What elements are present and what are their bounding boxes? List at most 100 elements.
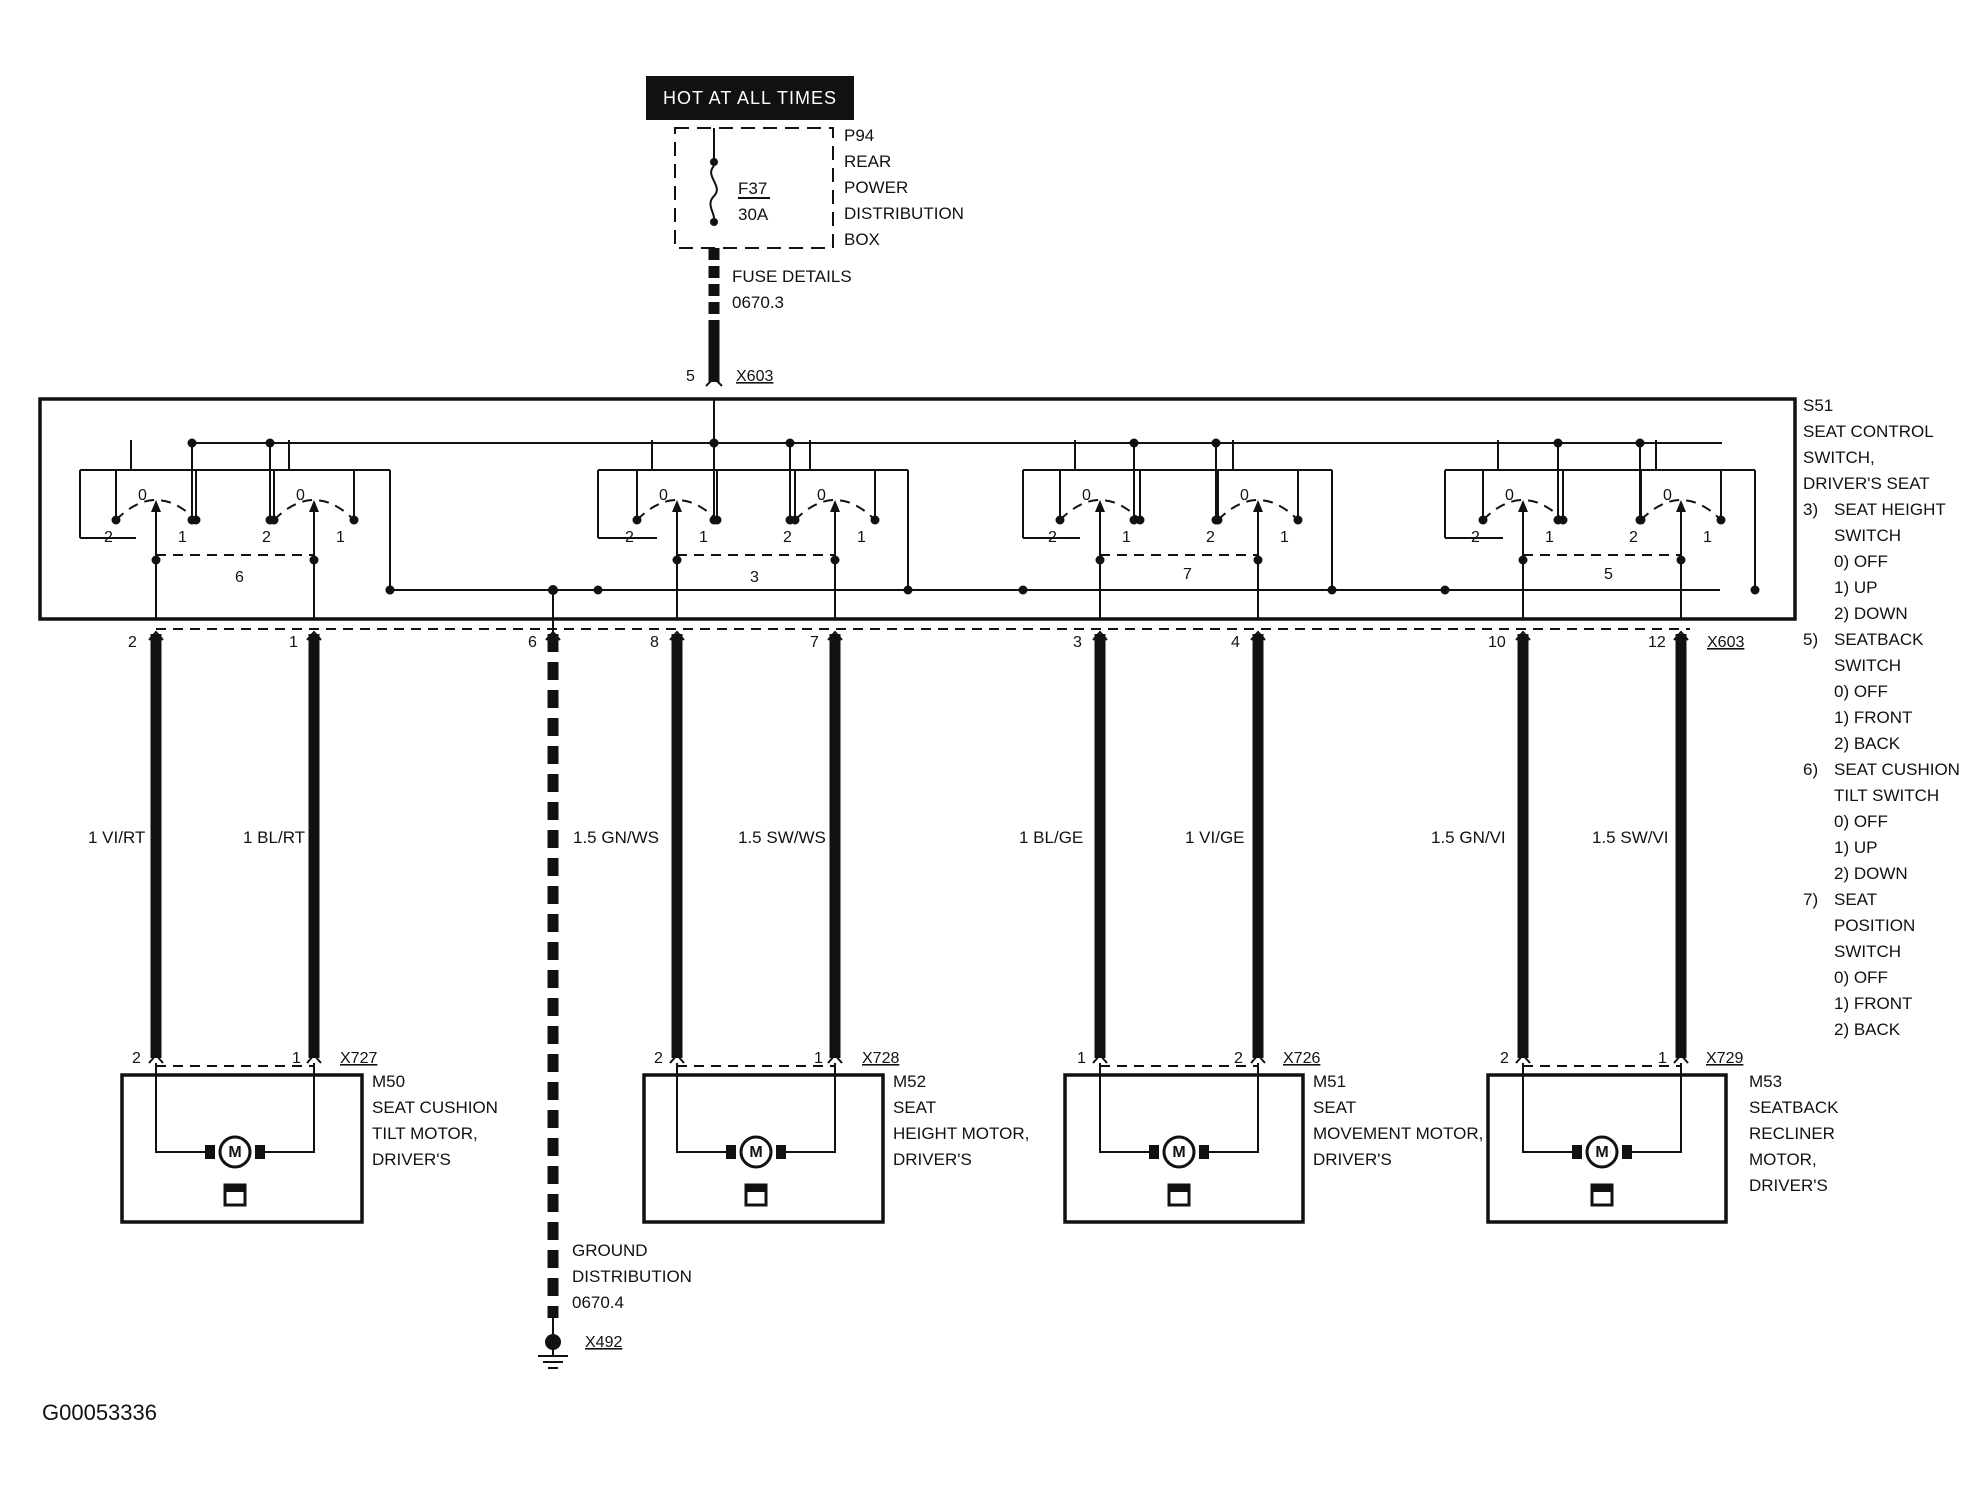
motor-brush [1149,1145,1159,1159]
motor-unit: M [1486,1063,1728,1224]
motor-brush [1622,1145,1632,1159]
svg-text:SWITCH,: SWITCH, [1803,448,1875,467]
switch-junction [309,555,319,565]
svg-text:5): 5) [1803,630,1818,649]
wire-color-label: 1.5 SW/WS [738,828,826,847]
switch-junction [1676,555,1686,565]
switch-pos-0: 0 [1082,487,1091,504]
svg-text:0) OFF: 0) OFF [1834,682,1888,701]
svg-text:DRIVER'S: DRIVER'S [893,1150,972,1169]
switch-pos-0: 0 [1240,487,1249,504]
switch-section-7: 7 [1183,566,1192,583]
svg-text:SEAT: SEAT [1313,1098,1356,1117]
motor-housing [120,1073,364,1224]
motor-lead [264,1063,315,1153]
figure-id: G00053336 [42,1400,157,1425]
svg-text:P94: P94 [844,126,874,145]
switch-junction [672,555,682,565]
switch-contact [1129,515,1139,525]
motor-pin: 2 [132,1050,141,1067]
svg-text:2) DOWN: 2) DOWN [1834,604,1908,623]
switch-pos-2: 2 [625,529,634,546]
motor-symbol: M [228,1144,241,1161]
svg-text:1) FRONT: 1) FRONT [1834,994,1912,1013]
motor-labels: M50 SEAT CUSHION TILT MOTOR, DRIVER'S M5… [372,1072,1839,1195]
switch-pos-1: 1 [336,529,345,546]
wire-color-label: 1 BL/GE [1019,828,1083,847]
svg-text:0) OFF: 0) OFF [1834,812,1888,831]
wire-labels: 1 VI/RT 1 BL/RT 1.5 GN/WS 1.5 SW/WS 1 BL… [88,828,1669,847]
switch-pos-2: 2 [1048,529,1057,546]
seat-control-switch-box [38,397,1797,621]
connector-chevron [1250,1053,1266,1064]
switch-arrow [1253,500,1263,512]
motor-brush [205,1145,215,1159]
hot-at-all-times-label: HOT AT ALL TIMES [646,76,854,120]
motor-icon [218,1135,252,1169]
switch-arrow [1518,500,1528,512]
switch-title: S51 SEAT CONTROL SWITCH, DRIVER'S SEAT [1803,396,1934,493]
motor-lead [1208,1063,1259,1153]
wire-pins: 2 1 8 7 3 4 10 12 6 [128,634,1666,651]
switch-arrow [1095,500,1105,512]
svg-text:SWITCH: SWITCH [1834,942,1901,961]
wire-color-label: 1.5 SW/VI [1592,828,1669,847]
ground-distribution-label: GROUND DISTRIBUTION 0670.4 [572,1241,692,1312]
switch-pos-1: 1 [1280,529,1289,546]
switch-contact [709,515,719,525]
motor-icon [739,1135,773,1169]
svg-text:2) BACK: 2) BACK [1834,1020,1901,1039]
connector-chevron [669,630,685,641]
svg-text:SEAT: SEAT [1834,890,1877,909]
wire-pin: 7 [810,634,819,651]
motor-lead [1522,1063,1573,1153]
svg-text:SEATBACK: SEATBACK [1749,1098,1839,1117]
svg-text:SWITCH: SWITCH [1834,656,1901,675]
motor-ground-icon [225,1185,245,1192]
ground-pin: 6 [528,634,537,651]
motor-connector-x726: X726 [1283,1050,1320,1067]
fuse-details-ref: FUSE DETAILS 0670.3 [732,267,852,312]
switch-section-5: 5 [1604,566,1613,583]
motor-pin: 2 [654,1050,663,1067]
svg-text:DRIVER'S: DRIVER'S [372,1150,451,1169]
connector-chevron [148,1053,164,1064]
power-box-label: P94 REAR POWER DISTRIBUTION BOX [844,126,964,249]
wire-pin: 4 [1231,634,1240,651]
switch-pos-0: 0 [138,487,147,504]
svg-text:TILT MOTOR,: TILT MOTOR, [372,1124,478,1143]
svg-text:FUSE DETAILS: FUSE DETAILS [732,267,852,286]
motor-icon [1162,1135,1196,1169]
switch-junction [1253,555,1263,565]
connector-chevron [306,1053,322,1064]
switch-arrow [309,500,319,512]
svg-text:M51: M51 [1313,1072,1346,1091]
x603-out-connector: X603 [1707,634,1744,651]
switch-section-3: 3 [750,569,759,586]
svg-text:0670.3: 0670.3 [732,293,784,312]
motor-brush [255,1145,265,1159]
motor-housing [1486,1073,1728,1224]
svg-text:6): 6) [1803,760,1818,779]
switch-arrow [1676,500,1686,512]
svg-text:HOT AT ALL TIMES: HOT AT ALL TIMES [663,88,837,108]
switch-pos-0: 0 [1663,487,1672,504]
switch-contact [1211,515,1221,525]
svg-text:SWITCH: SWITCH [1834,526,1901,545]
wire-color-label: 1.5 GN/VI [1431,828,1506,847]
motor-pin: 2 [1234,1050,1243,1067]
power-distribution-box [674,127,834,249]
motor-unit: M [120,1063,364,1224]
connector-chevron [1515,630,1531,641]
connector-chevron [827,630,843,641]
connector-chevron [1092,1053,1108,1064]
connector-chevron [1673,1053,1689,1064]
switch-group [1018,438,1337,620]
harness-wires [148,630,1689,1064]
svg-text:SEAT HEIGHT: SEAT HEIGHT [1834,500,1946,519]
switch-section-6: 6 [235,569,244,586]
wire-pin: 2 [128,634,137,651]
wire-color-label: 1 BL/RT [243,828,305,847]
connector-chevron [1092,630,1108,641]
